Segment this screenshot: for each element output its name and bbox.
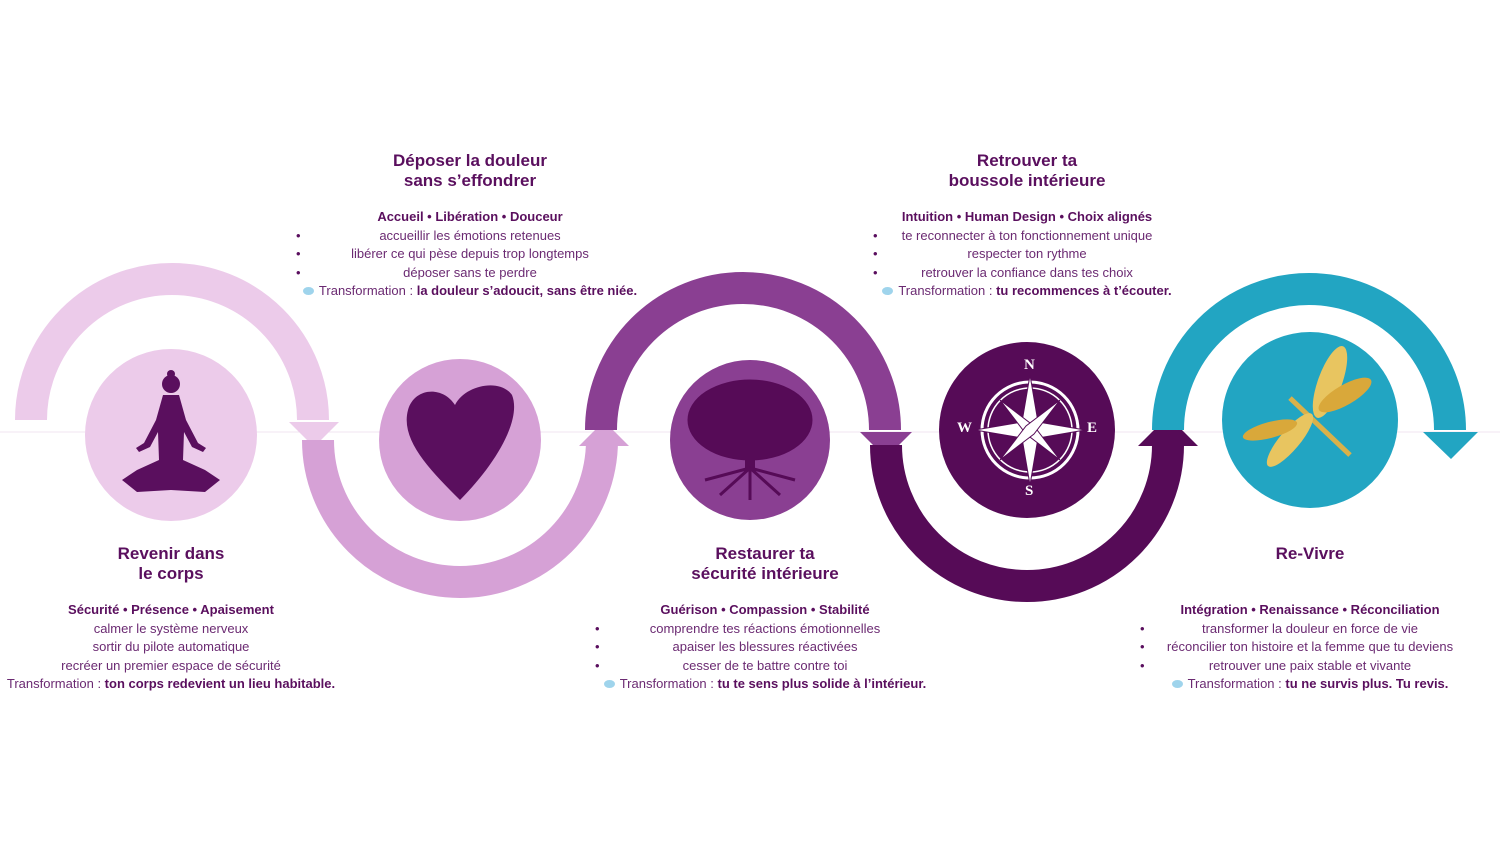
arc-step-1 [15, 263, 329, 421]
compass-south-label: S [1025, 483, 1034, 499]
dragonfly-icon [1242, 346, 1372, 467]
arc-step-3 [585, 272, 901, 431]
speech-bubble-icon [302, 286, 314, 295]
arc-step-2 [302, 439, 618, 598]
step-keywords: Sécurité • Présence • Apaisement [68, 602, 274, 617]
list-item: •accueillir les émotions retenues [296, 227, 561, 243]
step-title: Re-Vivre [1275, 544, 1345, 563]
transformation: Transformation : tu recommences à t’écou… [817, 282, 1237, 301]
list-item: recréer un premier espace de sécurité [61, 657, 281, 673]
tree-icon [687, 379, 813, 500]
step-keywords: Accueil • Libération • Douceur [377, 209, 563, 224]
list-item: •cesser de te battre contre toi [595, 657, 848, 673]
step-5: Re-Vivre Intégration • Renaissance • Réc… [1100, 544, 1500, 694]
step-keywords: Intuition • Human Design • Choix alignés [901, 209, 1153, 224]
list-item: •retrouver la confiance dans tes choix [873, 264, 1133, 280]
list-item: sortir du pilote automatique [92, 639, 250, 654]
step-keywords: Guérison • Compassion • Stabilité [660, 602, 870, 617]
transformation: Transformation : ton corps redevient un … [6, 676, 336, 691]
list-item: •comprendre tes réactions émotionnelles [595, 620, 881, 636]
arrow-step-5 [1423, 432, 1478, 459]
list-item: •retrouver une paix stable et vivante [1140, 657, 1412, 673]
step-keywords: Intégration • Renaissance • Réconciliati… [1180, 602, 1440, 617]
speech-bubble-icon [603, 679, 615, 688]
list-item: calmer le système nerveux [93, 620, 249, 636]
transformation: Transformation : la douleur s’adoucit, s… [260, 282, 680, 301]
arc-step-4 [870, 444, 1184, 602]
arrow-step-4 [1138, 416, 1198, 446]
transformation: Transformation : tu ne survis plus. Tu r… [1100, 675, 1500, 694]
compass-west-label: W [957, 420, 972, 436]
meditation-icon [122, 370, 220, 492]
heart-icon [406, 385, 515, 500]
transformation: Transformation : tu te sens plus solide … [555, 675, 975, 694]
list-item: •te reconnecter à ton fonctionnement uni… [873, 227, 1153, 243]
list-item: •déposer sans te perdre [296, 264, 537, 280]
compass-north-label: N [1024, 357, 1035, 373]
arrow-step-1 [289, 422, 339, 447]
compass-icon [974, 374, 1086, 486]
list-item: •réconcilier ton histoire et la femme qu… [1140, 639, 1454, 654]
speech-bubble-icon [1171, 679, 1183, 688]
arc-step-5 [1152, 273, 1466, 431]
arrow-step-2 [579, 421, 629, 446]
list-item: •libérer ce qui pèse depuis trop longtem… [296, 246, 589, 261]
list-item: •apaiser les blessures réactivées [595, 639, 858, 654]
list-item: •respecter ton rythme [873, 246, 1087, 261]
list-item: •transformer la douleur en force de vie [1140, 620, 1419, 636]
speech-bubble-icon [882, 286, 894, 295]
compass-east-label: E [1087, 420, 1098, 436]
